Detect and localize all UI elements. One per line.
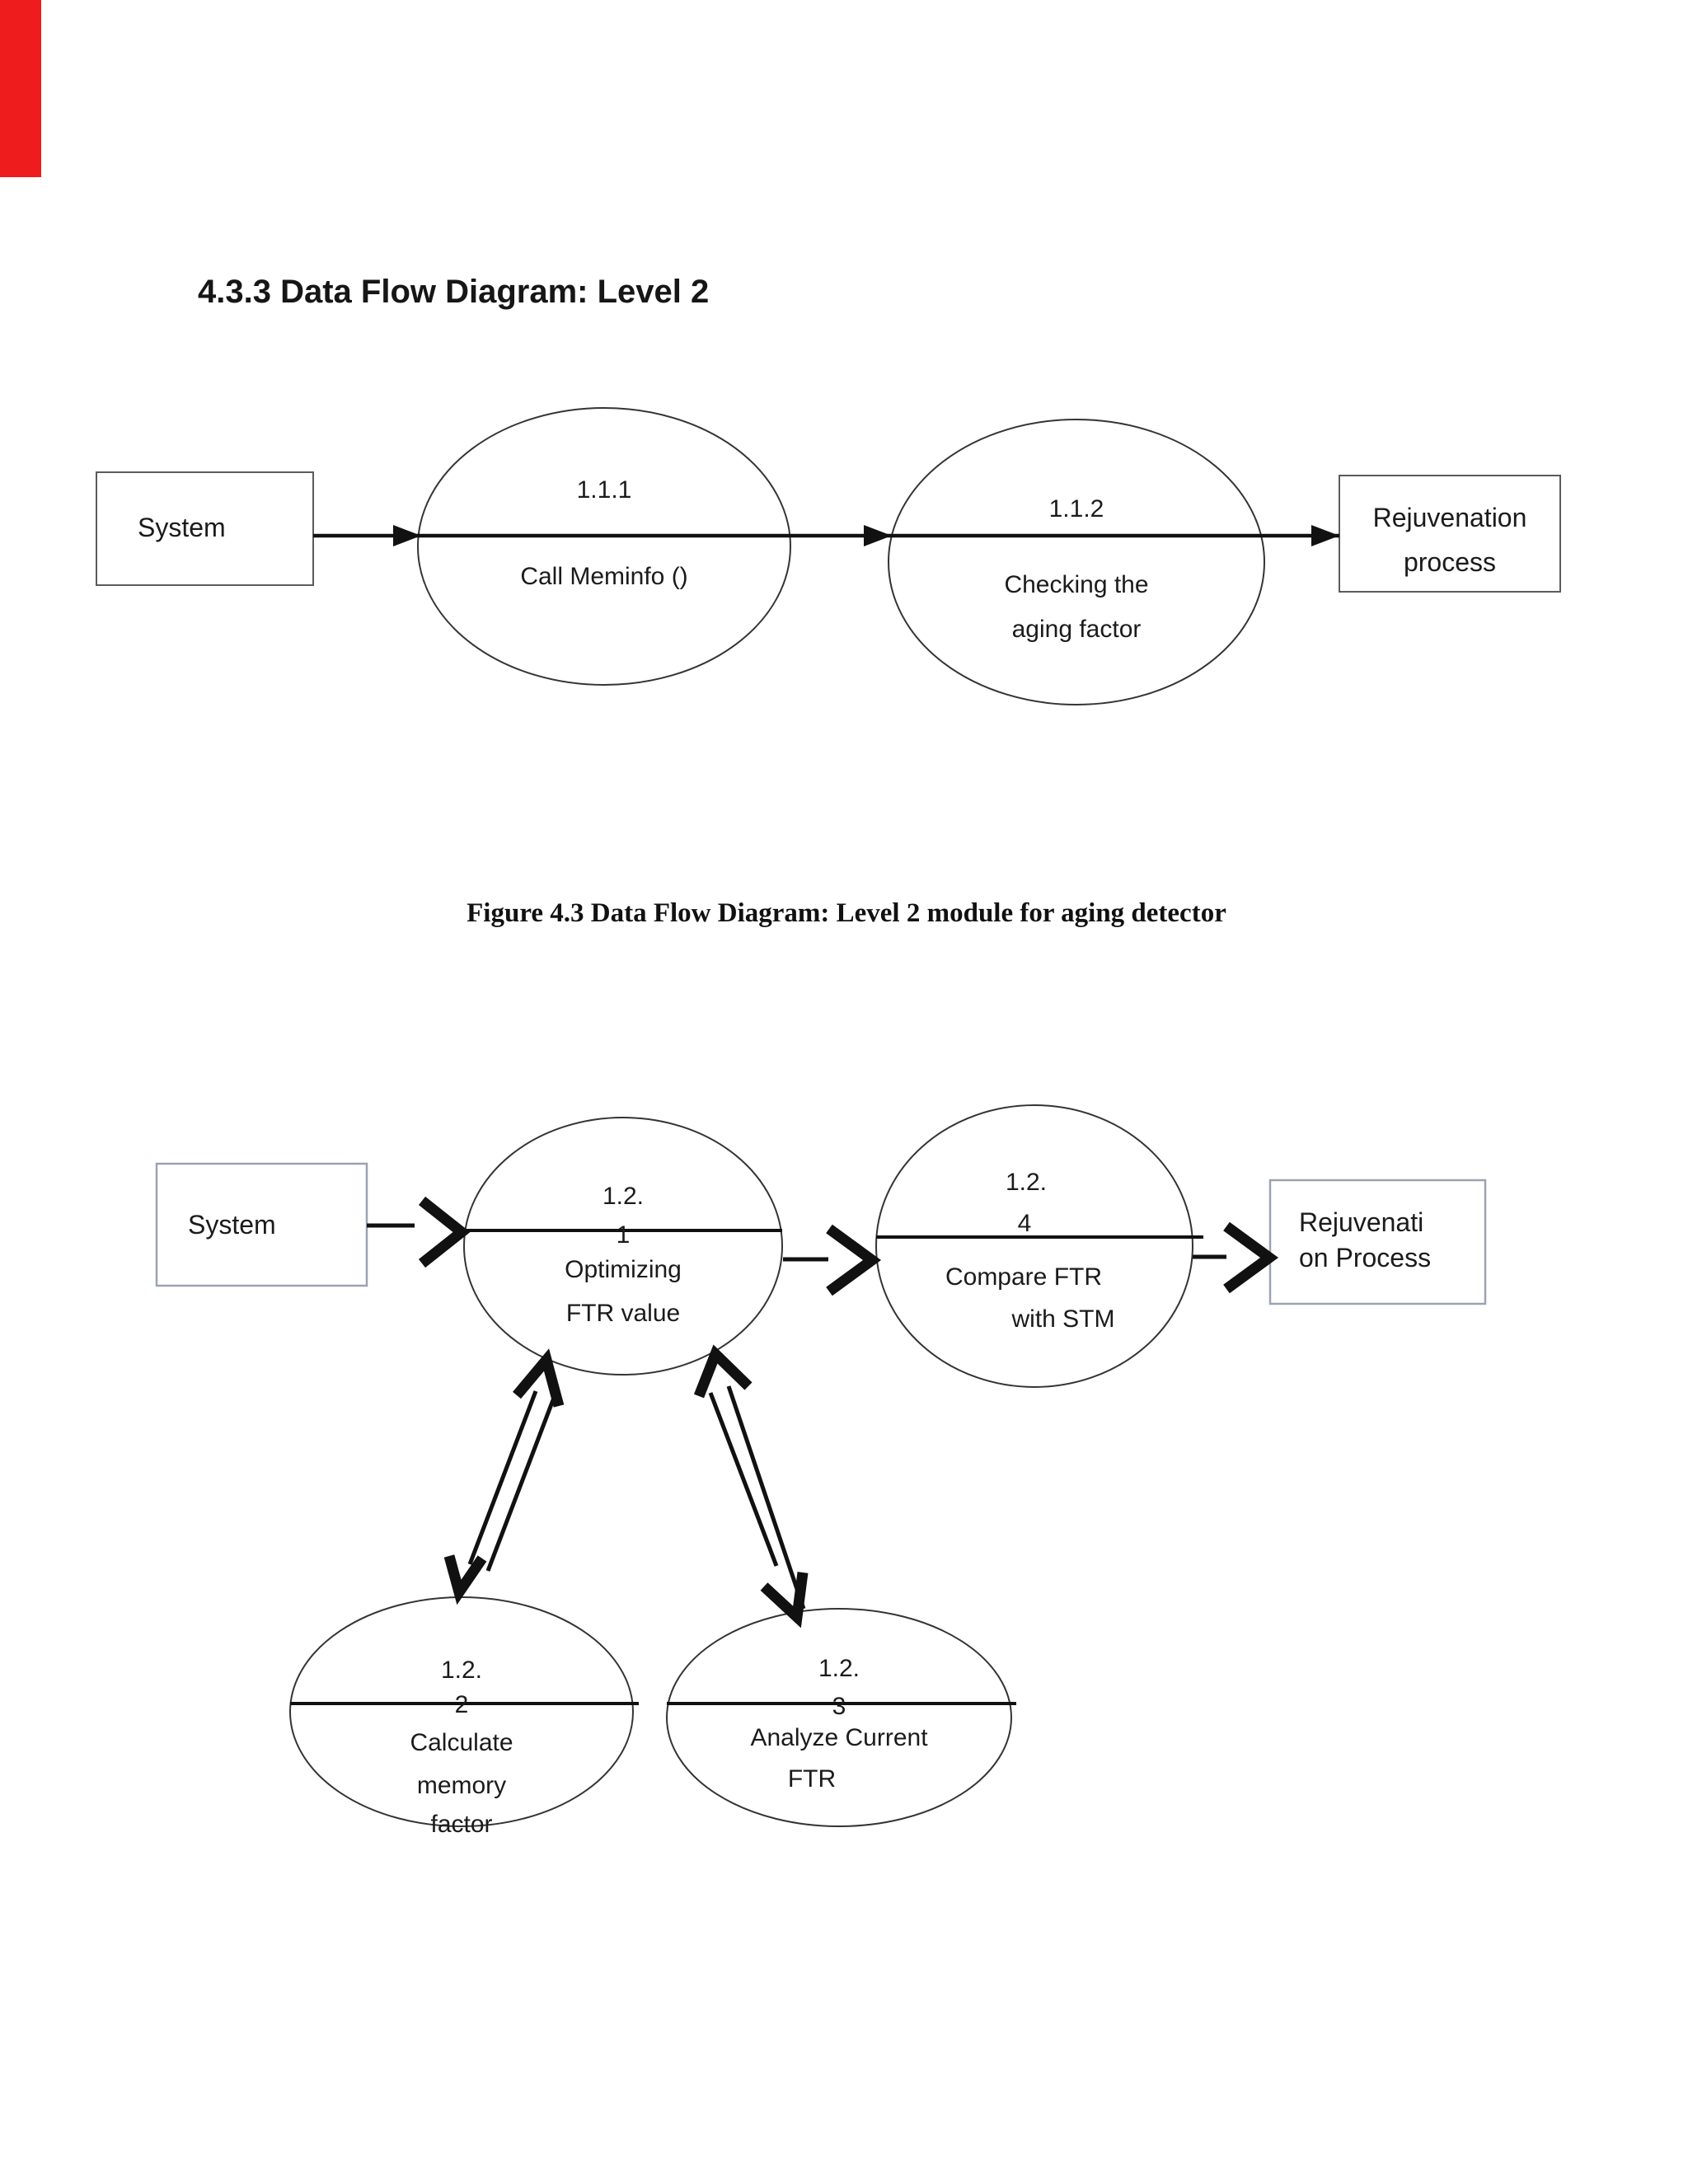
double-connector-line	[726, 1385, 806, 1610]
section-heading: 4.3.3 Data Flow Diagram: Level 2	[198, 274, 710, 310]
process-number-digit: 1	[617, 1221, 631, 1249]
arrowhead-icon	[864, 525, 892, 546]
process-label: Checking the	[1004, 571, 1148, 598]
process-number: 1.2.	[818, 1655, 860, 1682]
process-number: 1.1.2	[1049, 495, 1104, 523]
red-margin-bar	[0, 0, 41, 177]
process-number-digit: 4	[1018, 1210, 1032, 1237]
process-label: memory	[417, 1772, 506, 1799]
process-label: Optimizing	[565, 1256, 682, 1283]
bottom-process-1-2-4-ellipse	[875, 1104, 1193, 1388]
arrowhead-icon	[1311, 525, 1339, 546]
top-process-1-1-1-ellipse	[417, 407, 791, 686]
process-label: FTR	[788, 1765, 836, 1793]
process-label: aging factor	[1012, 616, 1142, 643]
chevron-right-icon	[418, 1196, 471, 1268]
bottom-process-1-2-3-ellipse	[666, 1608, 1012, 1827]
top-source-box	[96, 471, 314, 586]
process-label: Calculate	[410, 1729, 513, 1756]
bottom-sink-label: on Process	[1299, 1243, 1431, 1272]
chevron-down-icon	[443, 1554, 487, 1605]
process-number-digit: 2	[455, 1691, 469, 1718]
bottom-sink-box	[1268, 1179, 1487, 1305]
process-number: 1.2.	[603, 1183, 644, 1210]
bottom-sink-label: Rejuvenati	[1299, 1207, 1423, 1237]
process-number-digit: 3	[832, 1693, 846, 1720]
top-sink-label: process	[1404, 547, 1496, 577]
process-label: Analyze Current	[750, 1724, 928, 1751]
chevron-up-icon	[693, 1344, 753, 1399]
process-label: Call Meminfo ()	[520, 563, 687, 590]
bottom-source-label: System	[188, 1210, 276, 1240]
process-number: 1.2.	[441, 1657, 482, 1684]
process-number: 1.2.	[1006, 1169, 1047, 1196]
bottom-process-1-2-1-ellipse	[463, 1117, 783, 1376]
double-connector-line	[708, 1392, 779, 1567]
chevron-right-icon	[826, 1224, 882, 1296]
process-label: with STM	[1010, 1305, 1114, 1333]
bottom-source-box	[155, 1162, 368, 1287]
top-source-label: System	[138, 513, 226, 542]
top-process-1-1-2-ellipse	[888, 419, 1265, 705]
process-number: 1.1.1	[577, 476, 632, 504]
figure-caption: Figure 4.3 Data Flow Diagram: Level 2 mo…	[467, 898, 1226, 928]
process-label: factor	[430, 1811, 492, 1838]
process-label: Compare FTR	[945, 1263, 1102, 1291]
double-connector-line	[467, 1390, 538, 1565]
top-sink-label: Rejuvenation	[1373, 503, 1527, 532]
top-sink-box	[1339, 475, 1561, 593]
chevron-up-icon	[513, 1348, 565, 1408]
arrowhead-icon	[393, 525, 421, 546]
process-label: FTR value	[566, 1300, 680, 1327]
chevron-down-icon	[760, 1572, 809, 1629]
double-connector-line	[485, 1397, 556, 1572]
chevron-right-icon	[1223, 1221, 1279, 1294]
